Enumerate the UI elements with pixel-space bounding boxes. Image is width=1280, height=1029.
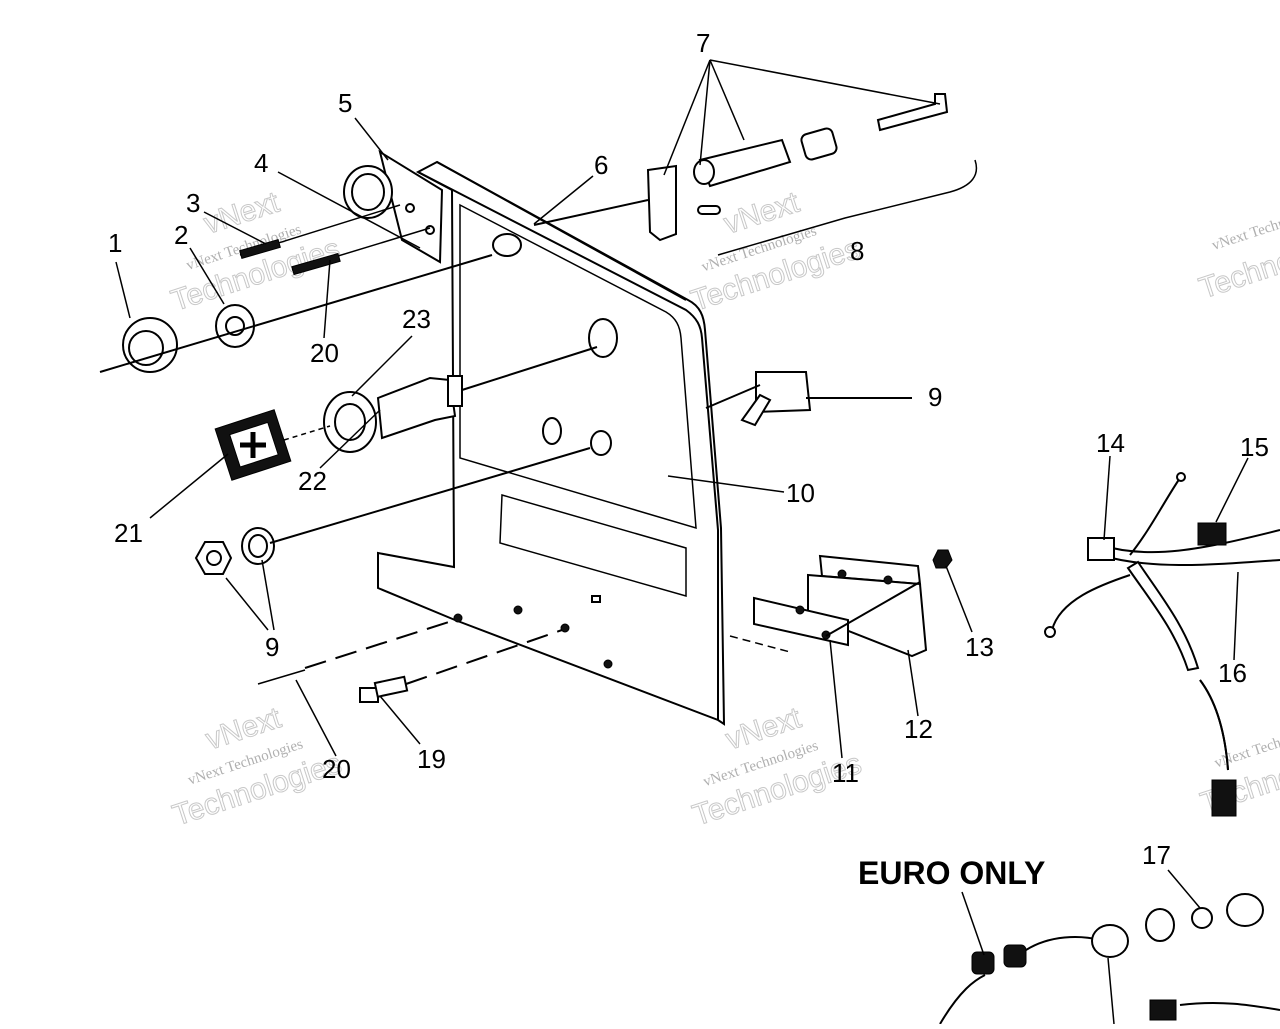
lower-screws <box>257 619 563 703</box>
screw-hole <box>513 605 523 615</box>
upper-screws <box>239 204 431 276</box>
screw-hole <box>560 623 570 633</box>
lower-nut-grommet <box>194 447 591 575</box>
callout-12: 12 <box>904 714 933 744</box>
callout-23: 23 <box>402 304 431 334</box>
callout-8: 8 <box>850 236 864 266</box>
watermark-text: vNext Technologies <box>1210 202 1280 254</box>
callout-9-toggle: 9 <box>928 382 942 412</box>
callout-22: 22 <box>298 466 327 496</box>
euro-only-parts: EURO ONLY <box>858 855 1280 1025</box>
wiring-harness <box>1044 472 1280 817</box>
lock-assembly <box>533 93 978 256</box>
callout-2: 2 <box>174 220 188 250</box>
callout-10: 10 <box>786 478 815 508</box>
screw-hole <box>603 659 613 669</box>
watermark-group-3: vNext vNext Technologies Technologies <box>168 701 346 833</box>
mounting-hole <box>492 233 522 257</box>
mounting-hole <box>542 417 562 445</box>
toggle-switch <box>705 371 912 427</box>
callout-13: 13 <box>965 632 994 662</box>
callout-7: 7 <box>696 28 710 58</box>
callout-6: 6 <box>594 150 608 180</box>
euro-only-label: EURO ONLY <box>858 855 1045 891</box>
callout-21: 21 <box>114 518 143 548</box>
watermark-group-2: vNext vNext Technologies Technologies <box>687 185 865 318</box>
callout-3: 3 <box>186 188 200 218</box>
callout-20-upper: 20 <box>310 338 339 368</box>
watermark-group-5: vNext Technologies Technologies <box>1195 202 1280 306</box>
callout-5: 5 <box>338 88 352 118</box>
mounting-hole <box>588 318 618 358</box>
callout-16: 16 <box>1218 658 1247 688</box>
callout-17: 17 <box>1142 840 1171 870</box>
nut-and-washer <box>99 254 493 373</box>
callout-4: 4 <box>254 148 268 178</box>
callout-1: 1 <box>108 228 122 258</box>
leader-lines <box>115 59 1249 1025</box>
bracket-assembly <box>729 549 953 658</box>
callout-19: 19 <box>417 744 446 774</box>
callout-9-nut: 9 <box>265 632 279 662</box>
mounting-hole <box>590 430 612 456</box>
indicator-light-assembly <box>343 149 444 264</box>
small-slot <box>591 595 601 603</box>
screw-hole <box>453 613 463 623</box>
callout-20-lower: 20 <box>322 754 351 784</box>
callout-11: 11 <box>832 758 859 788</box>
console-panel <box>377 160 726 726</box>
callout-14: 14 <box>1096 428 1125 458</box>
watermark-text: vNext Technologies <box>1213 719 1280 771</box>
callout-15: 15 <box>1240 432 1269 462</box>
callout-numbers: 1 2 3 4 5 6 7 8 9 9 10 11 12 13 14 15 16… <box>108 28 1269 870</box>
